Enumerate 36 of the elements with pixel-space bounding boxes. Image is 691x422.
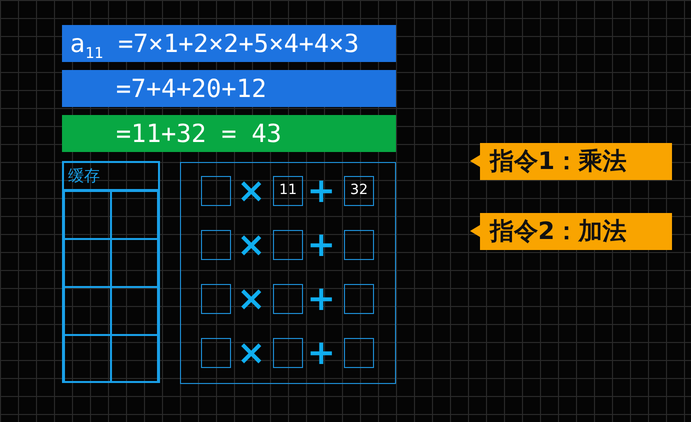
value-box [344,338,374,368]
value-box [273,230,303,260]
equation-bar: a$_{11}$ =7×1+2×2+5×4+4×3 [62,25,396,62]
value-box [273,284,303,314]
cache-panel [62,161,160,383]
value-box [273,338,303,368]
equation-bar: =7+4+20+12 [62,70,396,107]
value-box: 11 [273,176,303,206]
cache-cell [64,191,111,239]
times-sign: × [237,338,265,368]
instruction-tag: 指令1：乘法 [470,143,672,180]
times-sign: × [237,230,265,260]
compute-panel [180,162,396,384]
value-box [201,230,231,260]
instruction-tag: 指令2：加法 [470,213,672,250]
plus-sign: + [307,230,335,260]
times-sign: × [237,176,265,206]
panel-title: 缓存 [64,163,158,191]
cache-cell [64,287,111,335]
result-bar: =11+32 = 43 [62,115,396,152]
value-box [344,284,374,314]
cache-cell [111,335,158,383]
value-box [201,338,231,368]
cache-cell [111,191,158,239]
value-box: 32 [344,176,374,206]
cache-cell [111,239,158,287]
cache-cell [64,239,111,287]
plus-sign: + [307,284,335,314]
plus-sign: + [307,338,335,368]
times-sign: × [237,284,265,314]
cache-cell [111,287,158,335]
cache-cell [64,335,111,383]
value-box [201,176,231,206]
value-box [201,284,231,314]
plus-sign: + [307,176,335,206]
value-box [344,230,374,260]
